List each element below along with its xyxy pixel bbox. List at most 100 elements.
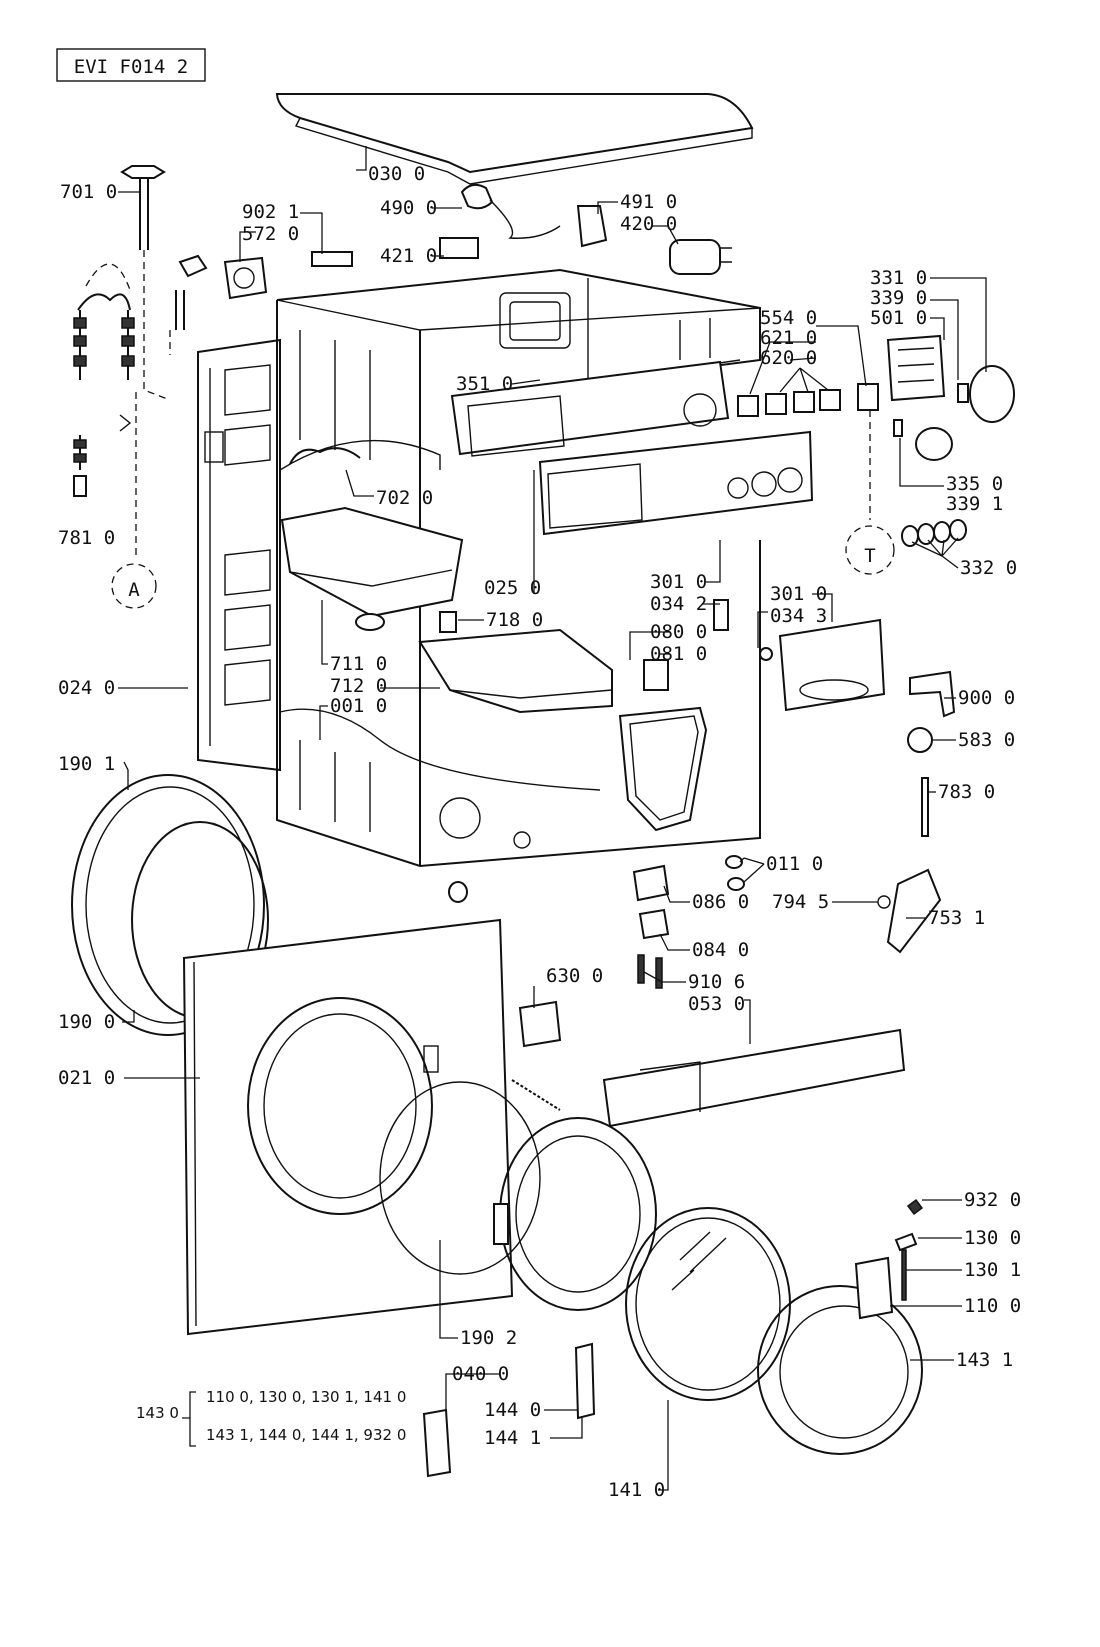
door-lock bbox=[518, 1000, 562, 1048]
callout-702-0: 702 0 bbox=[376, 487, 433, 509]
seal-frame bbox=[618, 706, 708, 832]
callout-025-0: 025 0 bbox=[484, 577, 541, 599]
control-board bbox=[450, 360, 730, 457]
callout-701-0: 701 0 bbox=[60, 181, 117, 203]
control-fascia bbox=[538, 430, 814, 536]
dispenser-housing bbox=[280, 506, 464, 631]
callout-034-2: 034 2 bbox=[650, 593, 707, 615]
callout-902-1: 902 1 bbox=[242, 201, 299, 223]
callout-630-0: 630 0 bbox=[546, 965, 603, 987]
kit-line-1: 110 0, 130 0, 130 1, 141 0 bbox=[206, 1388, 406, 1406]
callout-331-0: 331 0 bbox=[870, 267, 927, 289]
callout-110-0: 110 0 bbox=[964, 1295, 1021, 1317]
callout-086-0: 086 0 bbox=[692, 891, 749, 913]
callout-034-3: 034 3 bbox=[770, 605, 827, 627]
callout-024-0: 024 0 bbox=[58, 677, 115, 699]
callout-572-0: 572 0 bbox=[242, 223, 299, 245]
callout-783-0: 783 0 bbox=[938, 781, 995, 803]
callout-084-0: 084 0 bbox=[692, 939, 749, 961]
callout-753-1: 753 1 bbox=[928, 907, 985, 929]
side-panel bbox=[197, 338, 281, 772]
pipe bbox=[289, 447, 361, 465]
kickplate bbox=[602, 1028, 906, 1128]
connector bbox=[439, 237, 479, 259]
screws bbox=[637, 954, 663, 989]
callout-080-0: 080 0 bbox=[650, 621, 707, 643]
callout-339-1: 339 1 bbox=[946, 493, 1003, 515]
door-hinge bbox=[422, 1408, 452, 1478]
o-ring bbox=[877, 895, 891, 909]
callout-421-0: 421 0 bbox=[380, 245, 437, 267]
callout-554-0: 554 0 bbox=[760, 307, 817, 329]
handle-pin bbox=[906, 1198, 924, 1216]
callout-501-0: 501 0 bbox=[870, 307, 927, 329]
control-panel-plate bbox=[778, 618, 886, 712]
front-panel bbox=[182, 918, 514, 1336]
callout-190-2: 190 2 bbox=[460, 1327, 517, 1349]
callout-621-0: 621 0 bbox=[760, 327, 817, 349]
callout-143-1: 143 1 bbox=[956, 1349, 1013, 1371]
circle-ref-t: T bbox=[845, 410, 895, 575]
clamp-ring bbox=[379, 1081, 541, 1275]
callout-335-0: 335 0 bbox=[946, 473, 1003, 495]
callout-490-0: 490 0 bbox=[380, 197, 437, 219]
timer bbox=[886, 334, 1015, 423]
callout-910-6: 910 6 bbox=[688, 971, 745, 993]
callout-339-0: 339 0 bbox=[870, 287, 927, 309]
clamp-spring bbox=[511, 1079, 561, 1111]
filter-part bbox=[311, 251, 353, 267]
knob-shaft bbox=[893, 419, 903, 437]
suppressor bbox=[576, 205, 608, 248]
callout-718-0: 718 0 bbox=[486, 609, 543, 631]
handle-lever bbox=[894, 1232, 918, 1252]
thermostat bbox=[857, 383, 879, 411]
knob bbox=[915, 427, 953, 461]
callout-081-0: 081 0 bbox=[650, 643, 707, 665]
callout-583-0: 583 0 bbox=[958, 729, 1015, 751]
leader-lines bbox=[118, 146, 987, 1491]
hinge-086 bbox=[632, 864, 670, 902]
kit-code: 143 0 bbox=[136, 1404, 179, 1422]
callout-130-0: 130 0 bbox=[964, 1227, 1021, 1249]
pressure-switch bbox=[907, 727, 933, 753]
bracket bbox=[713, 599, 729, 631]
mains-cable bbox=[460, 183, 561, 239]
door-glass bbox=[625, 1207, 791, 1401]
top-lid bbox=[275, 93, 754, 185]
callout-620-0: 620 0 bbox=[760, 347, 817, 369]
circle-ref-a: A bbox=[111, 392, 157, 609]
callout-130-1: 130 1 bbox=[964, 1259, 1021, 1281]
dispenser-drawer bbox=[418, 628, 613, 714]
callout-794-5: 794 5 bbox=[772, 891, 829, 913]
callout-420-0: 420 0 bbox=[620, 213, 677, 235]
model-code-box: EVI F014 2 bbox=[56, 48, 206, 82]
feet bbox=[448, 855, 745, 903]
kit-line-2: 143 1, 144 0, 144 1, 932 0 bbox=[206, 1426, 406, 1444]
callout-301-0-b: 301 0 bbox=[770, 583, 827, 605]
callout-351-0: 351 0 bbox=[456, 373, 513, 395]
door-outer-ring bbox=[757, 1285, 923, 1455]
switches bbox=[737, 389, 841, 417]
capacitor bbox=[669, 239, 732, 275]
callout-900-0: 900 0 bbox=[958, 687, 1015, 709]
callout-141-0: 141 0 bbox=[608, 1479, 665, 1501]
callout-011-0: 011 0 bbox=[766, 853, 823, 875]
callout-190-1: 190 1 bbox=[58, 753, 115, 775]
callout-labels: 030 0 701 0 490 0 491 0 420 0 902 1 572 … bbox=[58, 163, 1021, 1501]
callout-021-0: 021 0 bbox=[58, 1067, 115, 1089]
callout-190-0: 190 0 bbox=[58, 1011, 115, 1033]
callout-144-0: 144 0 bbox=[484, 1399, 541, 1421]
hinge-bracket bbox=[909, 670, 956, 718]
pressure-hose bbox=[921, 777, 929, 837]
callout-491-0: 491 0 bbox=[620, 191, 677, 213]
inlet-valve bbox=[169, 254, 268, 355]
callout-932-0: 932 0 bbox=[964, 1189, 1021, 1211]
callout-781-0: 781 0 bbox=[58, 527, 115, 549]
kit-legend: 143 0 110 0, 130 0, 130 1, 141 0 143 1, … bbox=[136, 1388, 406, 1447]
hose-assembly bbox=[73, 165, 171, 497]
screw bbox=[759, 647, 773, 661]
push-buttons bbox=[901, 519, 967, 547]
ref-t-letter: T bbox=[864, 545, 875, 567]
callout-332-0: 332 0 bbox=[960, 557, 1017, 579]
